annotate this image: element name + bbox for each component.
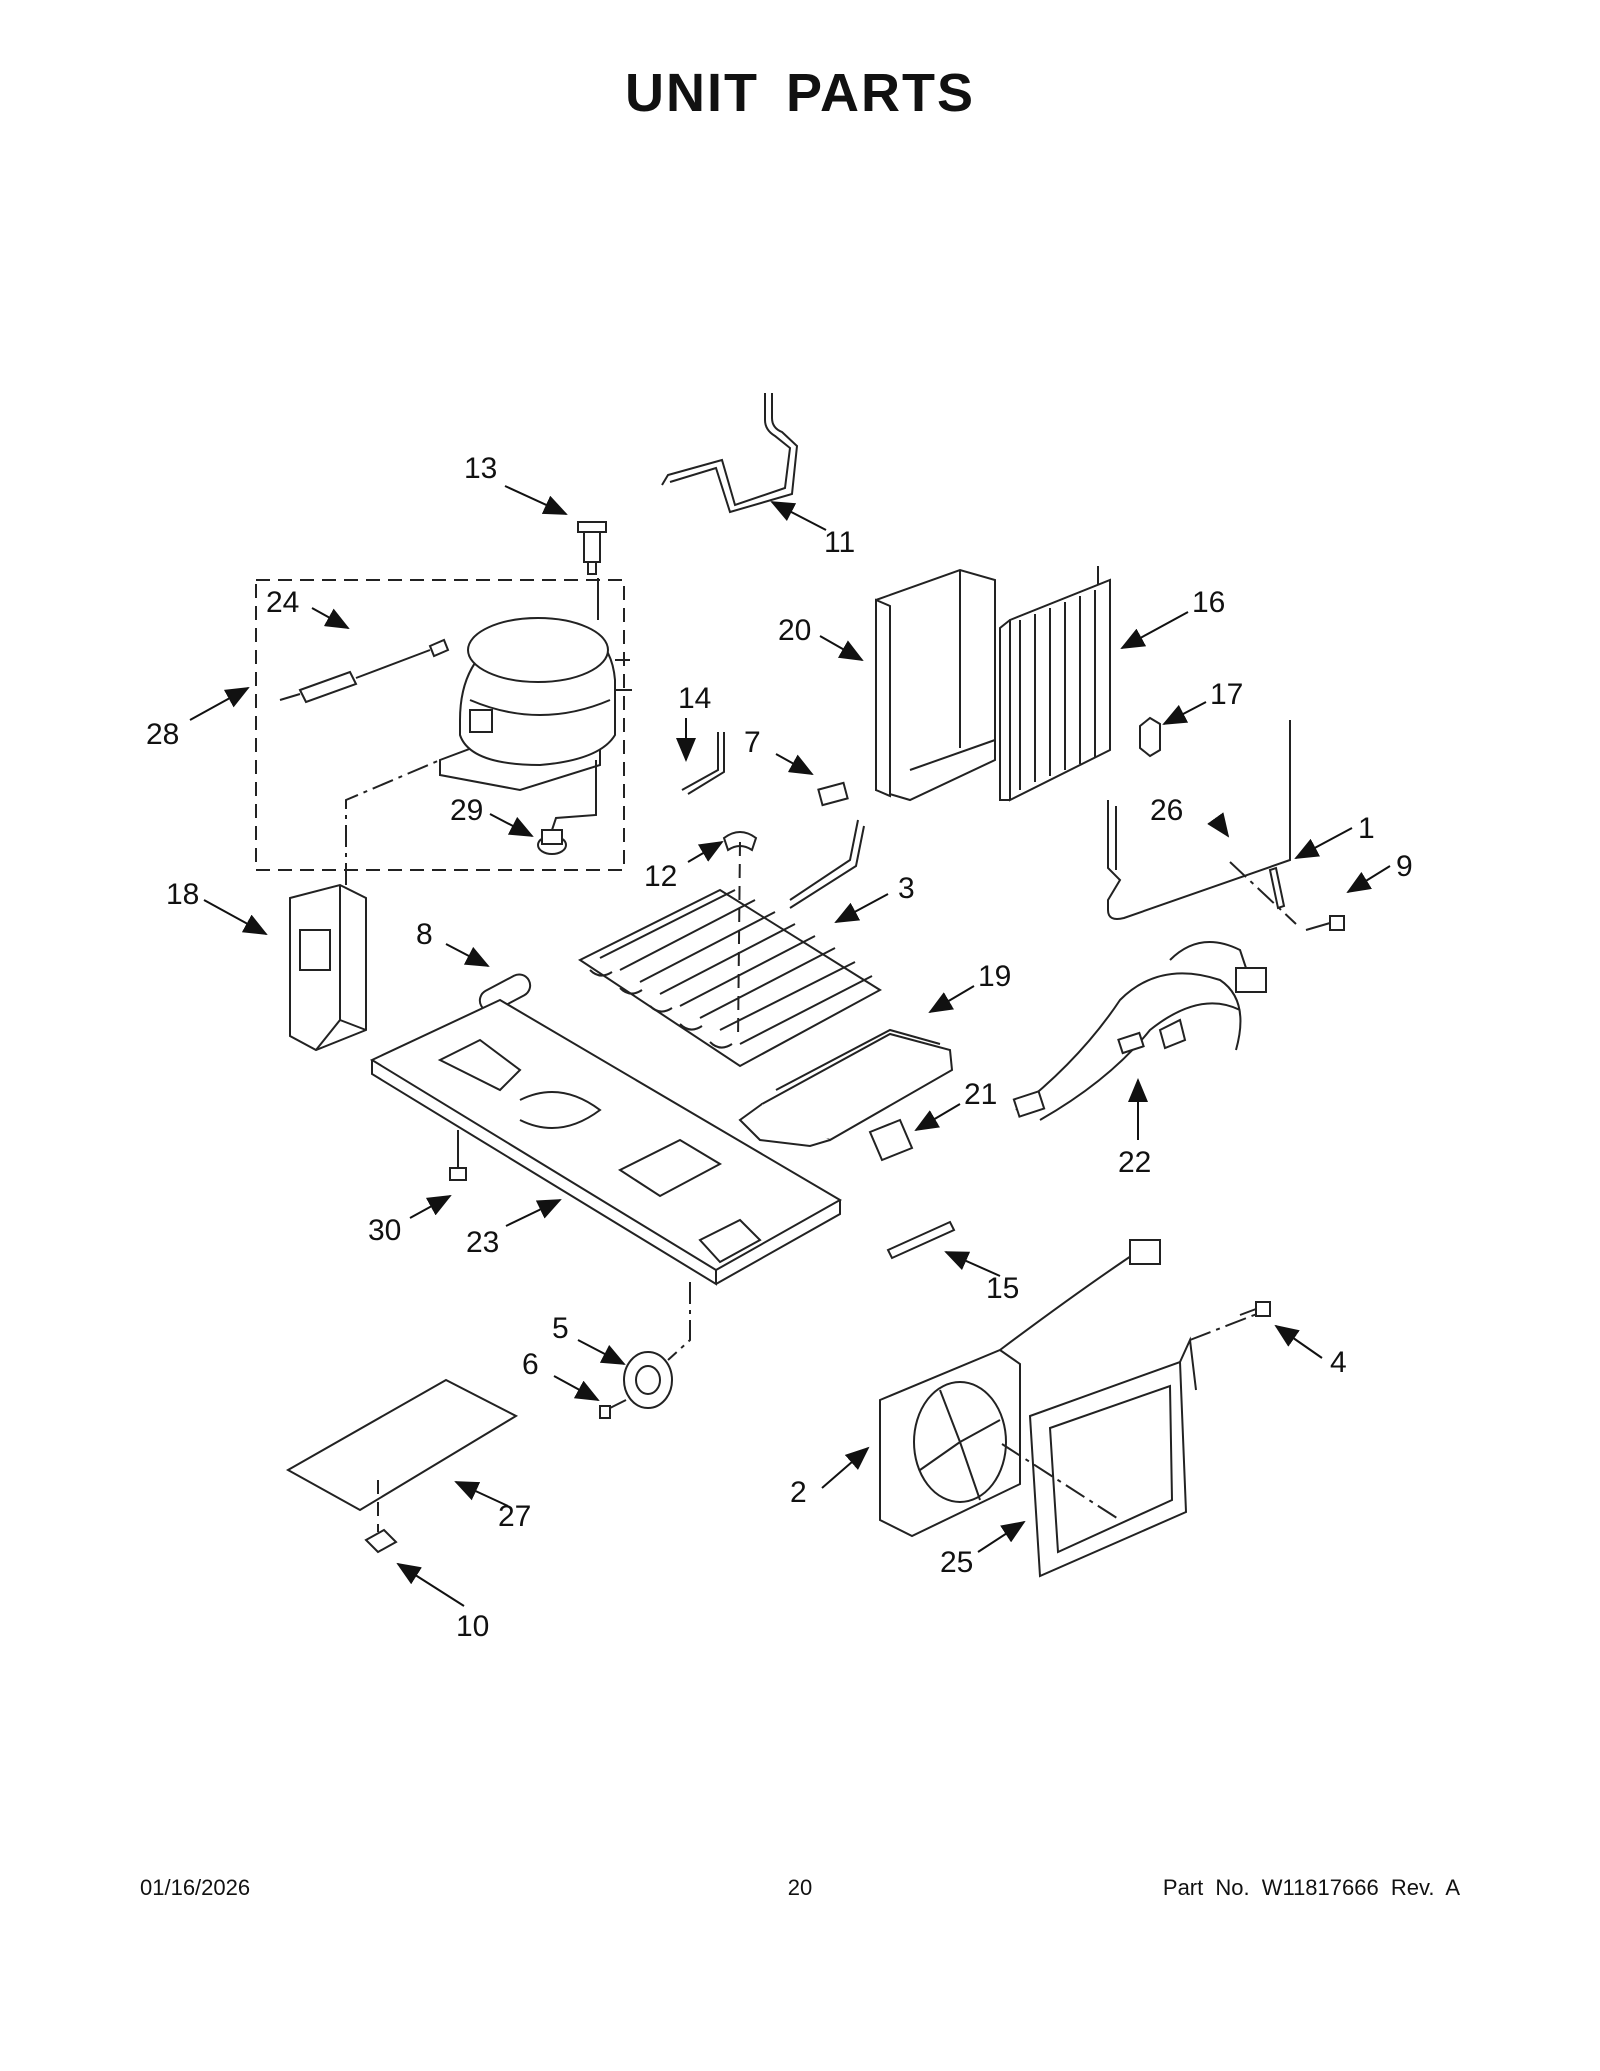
part-7-connector (817, 781, 849, 807)
part-3-defrost-heater (578, 819, 882, 1068)
part-27-insulation (285, 1378, 519, 1512)
page-title: UNIT PARTS (625, 63, 975, 123)
footer-part-number: Part No. W11817666 Rev. A (1162, 1875, 1460, 1900)
callout-1: 1 (1358, 812, 1375, 845)
callout-27: 27 (498, 1500, 531, 1533)
part-26-tubing (1107, 720, 1291, 920)
part-18-control-module (289, 759, 441, 1052)
part-1-clip (1268, 866, 1286, 910)
part-21-pad (868, 1118, 914, 1162)
callout-13: 13 (464, 452, 497, 485)
part-6-screw (599, 1399, 627, 1419)
callout-9: 9 (1396, 850, 1413, 883)
callout-30: 30 (368, 1214, 401, 1247)
part-17-clip (1139, 716, 1161, 758)
callout-6: 6 (522, 1348, 539, 1381)
part-5-leveling-foot (623, 1282, 691, 1409)
callout-14: 14 (678, 682, 711, 715)
callout-12: 12 (644, 860, 677, 893)
callout-18: 18 (166, 878, 199, 911)
callout-15: 15 (986, 1272, 1019, 1305)
callout-24: 24 (266, 586, 299, 619)
part-compressor (439, 617, 632, 792)
callout-2: 2 (790, 1476, 807, 1509)
part-11-tube (661, 393, 792, 507)
part-15-cable-tie (886, 1220, 956, 1260)
part-12-bracket (722, 831, 758, 852)
callout-23: 23 (466, 1226, 499, 1259)
part-25-fan-shroud (1001, 1311, 1263, 1578)
part-22-wire-harness (1012, 941, 1267, 1121)
footer-page-number: 20 (787, 1875, 813, 1900)
callout-3: 3 (898, 872, 915, 905)
callout-8: 8 (416, 918, 433, 951)
part-24-drier (279, 638, 450, 704)
part-8-tube (478, 973, 532, 1013)
callout-19: 19 (978, 960, 1011, 993)
part-10-clip (364, 1528, 398, 1554)
callout-4: 4 (1330, 1346, 1347, 1379)
callout-20: 20 (778, 614, 811, 647)
callout-22: 22 (1118, 1146, 1151, 1179)
callout-11: 11 (824, 526, 855, 559)
callout-5: 5 (552, 1312, 569, 1345)
callout-28: 28 (146, 718, 179, 751)
part-16-evaporator (999, 566, 1111, 802)
part-9-screw (1229, 861, 1345, 931)
part-29-grommet (537, 760, 597, 855)
footer-date: 01/16/2026 (140, 1875, 251, 1900)
part-4-screw (1239, 1301, 1271, 1317)
part-23-base-plate (369, 998, 843, 1286)
part-30-screw (449, 1130, 467, 1181)
part-13-mount-bolt (577, 521, 607, 620)
callout-25: 25 (940, 1546, 973, 1579)
part-14-tube (681, 732, 725, 795)
callout-10: 10 (456, 1610, 489, 1643)
callout-16: 16 (1192, 586, 1225, 619)
callout-21: 21 (964, 1078, 997, 1111)
part-2-condenser-fan (879, 1239, 1161, 1538)
callout-7: 7 (744, 726, 761, 759)
callout-17: 17 (1210, 678, 1243, 711)
part-20-evaporator-cover (875, 568, 996, 802)
callout-leaders (189, 485, 1391, 1607)
callout-26: 26 (1150, 794, 1183, 827)
compressor-assembly-box (255, 579, 625, 871)
callout-labels: 13 11 24 28 20 16 17 14 7 26 29 1 12 3 9… (146, 452, 1413, 1643)
part-19-drain-pan (738, 1028, 954, 1148)
callout-29: 29 (450, 794, 483, 827)
